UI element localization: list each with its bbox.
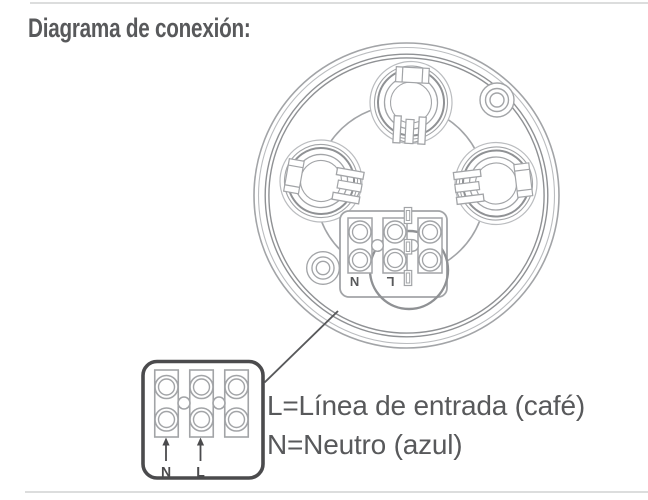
terminal-column (347, 217, 373, 274)
screw-hole-top-right (479, 82, 515, 118)
arrow-up-l-head-icon (196, 437, 205, 446)
device-rim-ring-1 (264, 53, 549, 338)
device-rim-ring-2 (268, 57, 545, 334)
screw-hole-bottom-left (306, 251, 340, 285)
lamp-socket-right (449, 136, 543, 231)
device-base: N L (253, 42, 560, 349)
page-title-text: Diagrama de conexión: (28, 13, 251, 43)
arrow-up-n-head-icon (162, 437, 170, 446)
terminal-block-inset: N L (141, 359, 265, 480)
lamp-socket-top (366, 58, 456, 147)
terminal-column (417, 217, 443, 274)
device-terminal-block: N L (339, 206, 450, 311)
device-outer-ring-2 (257, 46, 556, 345)
top-divider (30, 2, 648, 4)
inset-label-n: N (161, 464, 171, 480)
legend-line-l: L=Línea de entrada (café) (267, 390, 586, 421)
inset-pilot-hole (212, 396, 226, 410)
terminal-pilot-hole (371, 238, 385, 252)
clamp-tab (403, 238, 413, 255)
legend-line-n: N=Neutro (azul) (267, 429, 463, 460)
inset-label-l: L (196, 464, 205, 480)
inset-pilot-hole (177, 396, 191, 410)
terminal-column (382, 217, 408, 274)
device-terminal-label-n: N (350, 274, 359, 289)
clamp-tab-slot (405, 241, 411, 252)
clamp-tab (403, 269, 413, 287)
device-terminal-label-l: L (386, 274, 394, 289)
inset-terminal-column (223, 369, 250, 438)
bottom-divider (25, 491, 648, 493)
page-title: Diagrama de conexión: (28, 13, 313, 44)
callout-leader-line (263, 310, 339, 384)
clamp-tab-slot (405, 272, 411, 284)
legend: L=Línea de entrada (café) N=Neutro (azul… (267, 386, 585, 464)
clamp-tab (403, 206, 413, 225)
inset-terminal-column (188, 369, 215, 438)
inset-terminal-column (153, 369, 180, 438)
clamp-tab-slot (405, 210, 411, 221)
device-outer-ring (253, 42, 560, 349)
